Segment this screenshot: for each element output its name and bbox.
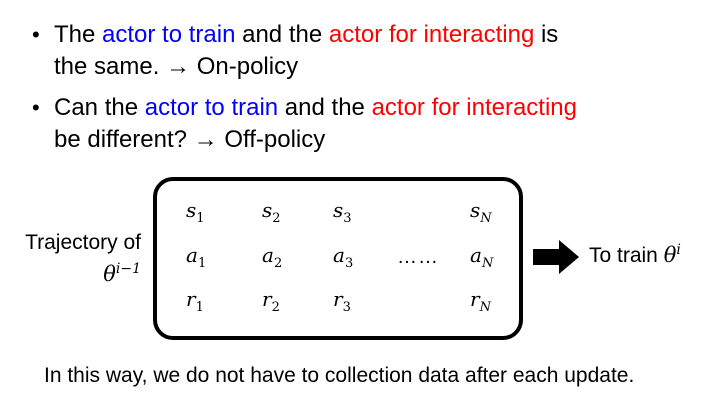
trajectory-label: Trajectory of θi−1 <box>8 229 141 288</box>
theta-superscript: i <box>676 242 681 258</box>
to-train-text: To train <box>589 244 664 267</box>
text-segment: and the <box>235 21 329 48</box>
trajectory-box <box>153 177 523 340</box>
matrix-cell-a-3: a3 <box>333 243 354 271</box>
text-segment: and the <box>278 94 372 121</box>
footer-note: In this way, we do not have to collectio… <box>44 364 635 387</box>
matrix-cell-a-2: a2 <box>262 243 283 271</box>
bullet-line-1: Can the actor to train and the actor for… <box>54 92 577 124</box>
text-segment: The <box>54 21 103 48</box>
text-segment: is <box>534 21 559 48</box>
matrix-cell-s-3: s3 <box>333 198 352 226</box>
matrix-cell-r-1: r1 <box>186 287 204 315</box>
bullet-dot: • <box>32 95 40 120</box>
matrix-cell-s-1: s1 <box>186 198 205 226</box>
matrix-cell-a-1: a1 <box>186 243 207 271</box>
matrix-cell-s-N: sN <box>470 198 492 226</box>
matrix-cell-s-2: s2 <box>262 198 281 226</box>
actor-for-interacting-phrase: actor for interacting <box>371 94 577 121</box>
matrix-cell-a-N: aN <box>470 243 494 271</box>
actor-for-interacting-phrase: actor for interacting <box>328 21 535 48</box>
right-arrow-icon <box>533 240 579 274</box>
theta-symbol: θ <box>103 262 116 286</box>
matrix-cell-r-3: r3 <box>333 287 351 315</box>
theta-superscript: i−1 <box>115 261 141 277</box>
trajectory-label-text: Trajectory of <box>25 231 141 254</box>
theta-symbol: θ <box>663 243 677 267</box>
matrix-cell-r-2: r2 <box>262 287 280 315</box>
bullet-line-2: be different? → Off-policy <box>54 126 326 153</box>
bullet-line-1: The actor to train and the actor for int… <box>54 19 558 51</box>
to-train-label: To train θi <box>589 242 681 268</box>
bullet-dot: • <box>32 22 40 47</box>
bullet-line-2: the same. → On-policy <box>54 53 299 80</box>
text-segment: Can the <box>54 94 145 121</box>
actor-to-train-phrase: actor to train <box>102 21 236 48</box>
ellipsis: …… <box>397 246 439 268</box>
actor-to-train-phrase: actor to train <box>144 94 279 121</box>
matrix-cell-r-N: rN <box>470 287 491 315</box>
